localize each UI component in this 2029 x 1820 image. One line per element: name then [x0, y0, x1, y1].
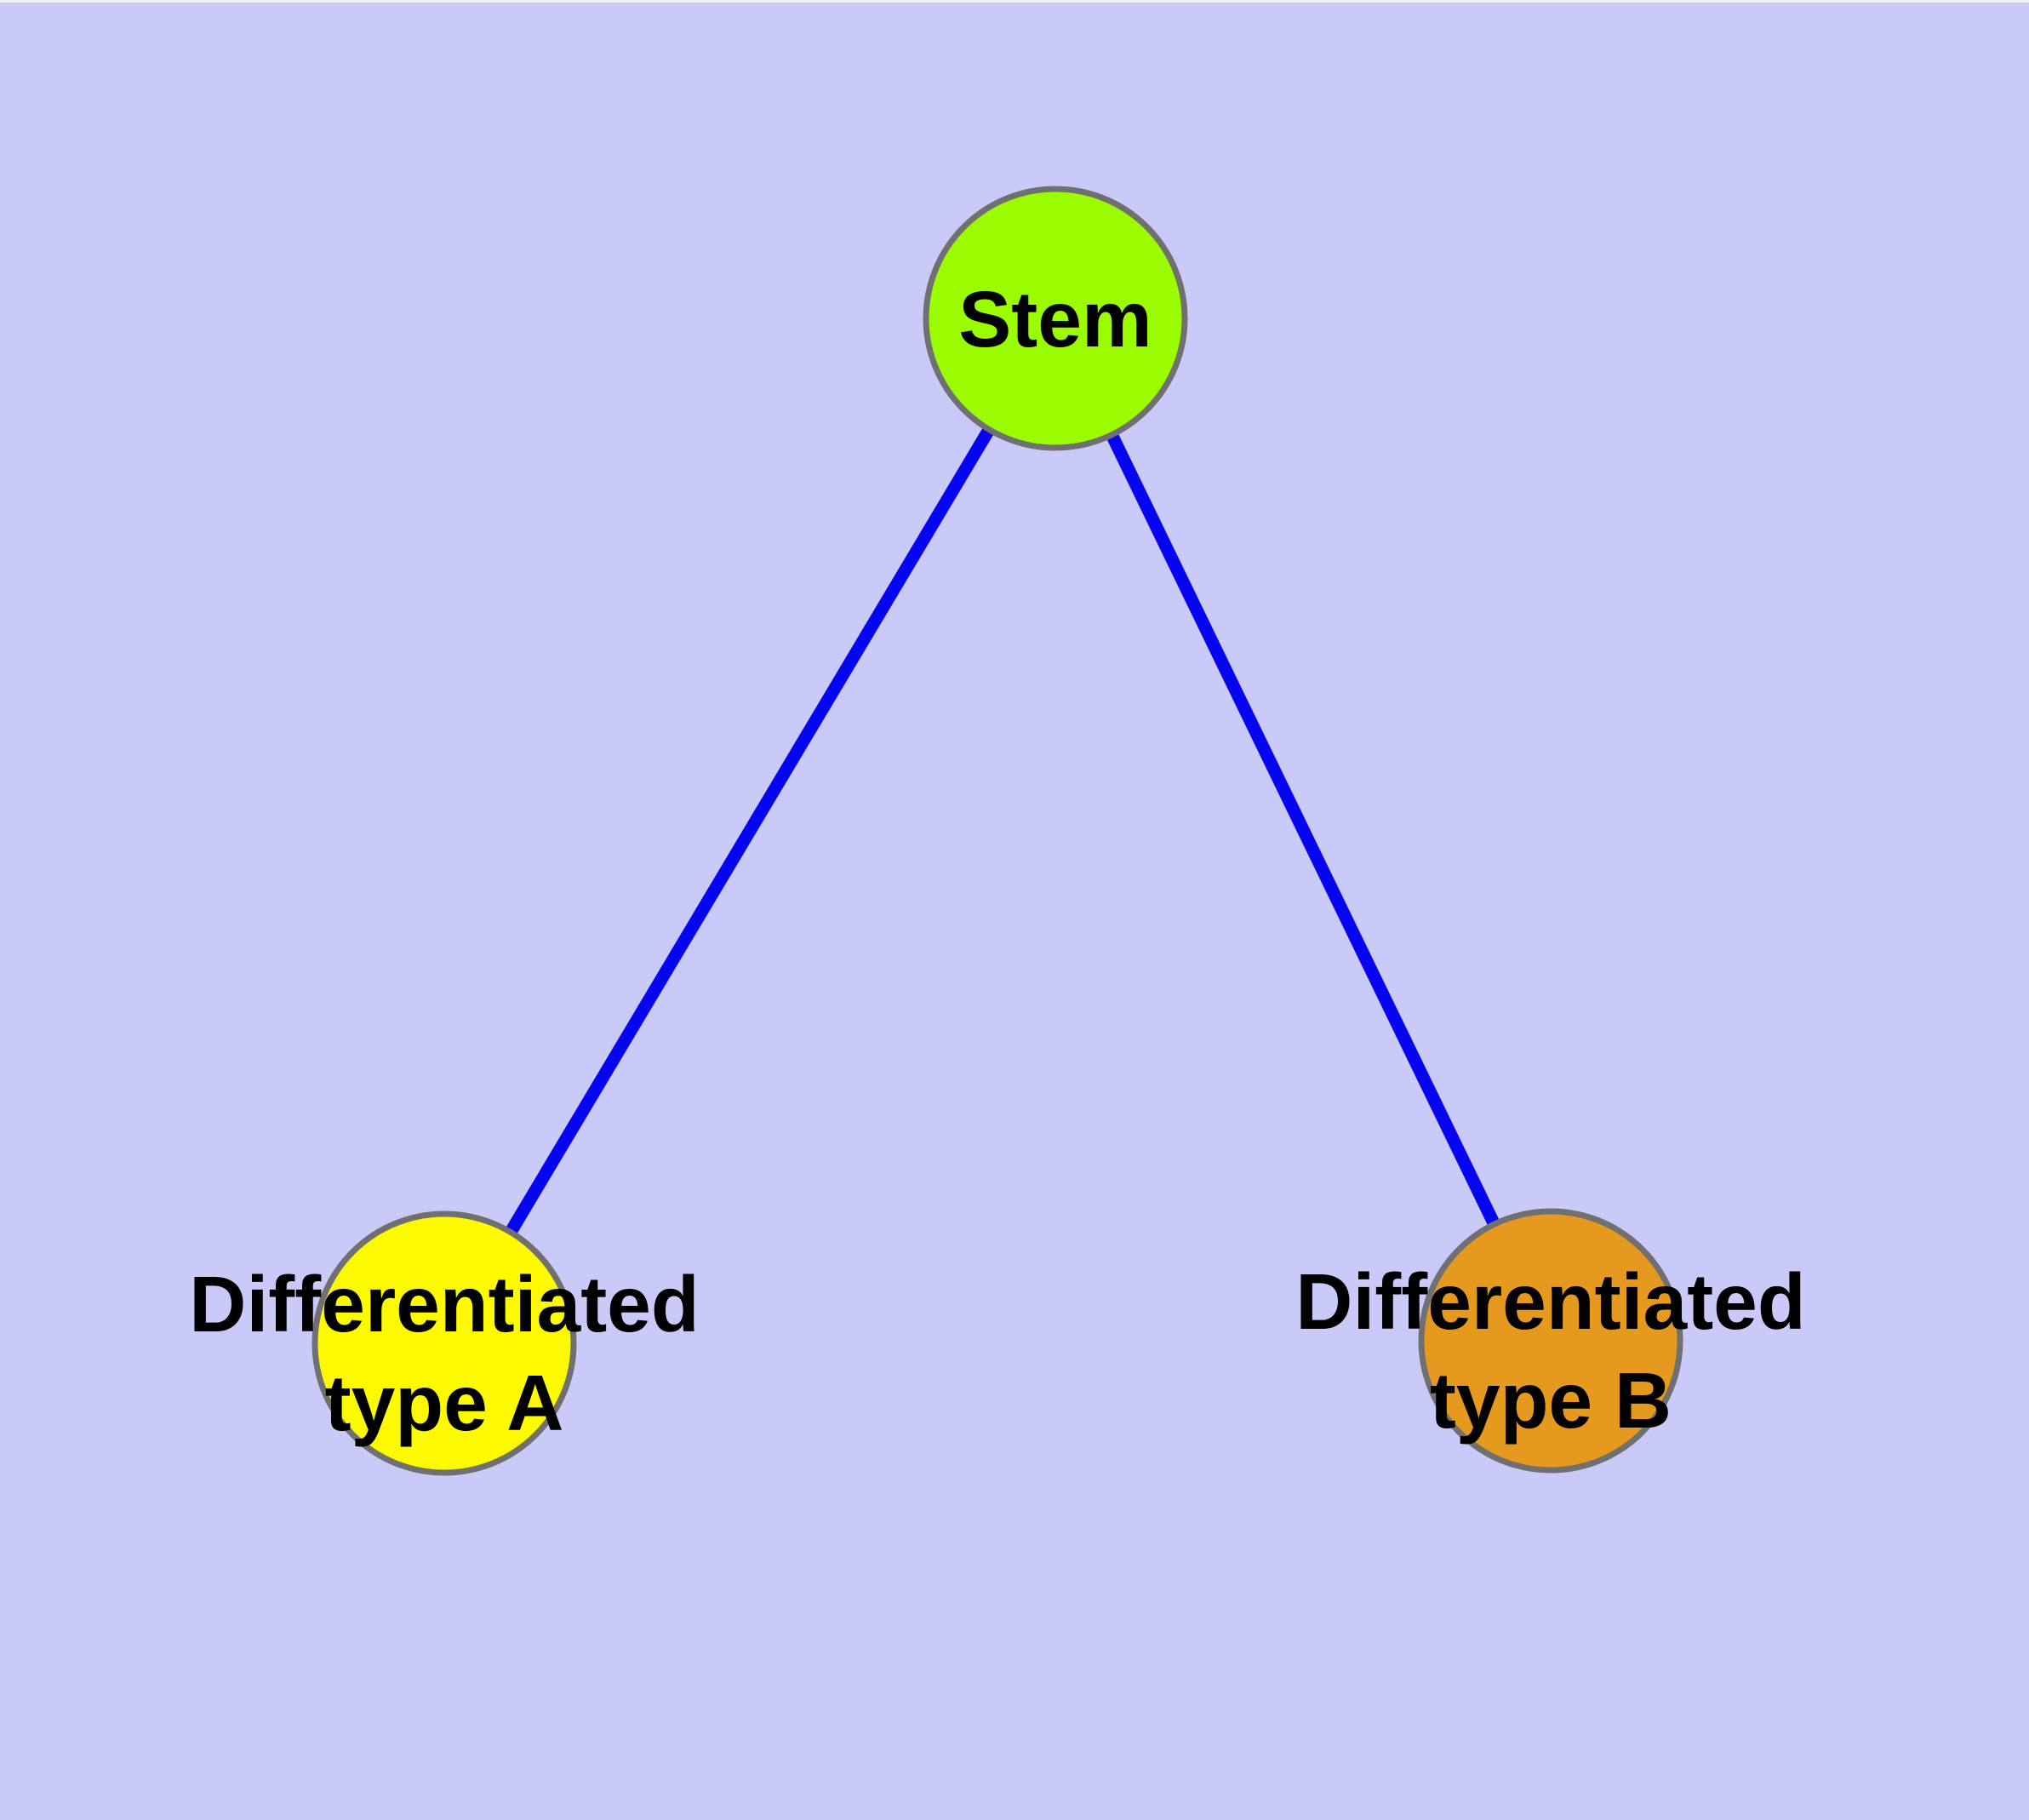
top-edge-strip — [0, 0, 2029, 3]
node-stem — [923, 186, 1188, 451]
node-stem-label: Stem — [958, 275, 1152, 363]
edge-stem-to-type-a — [438, 315, 1061, 1347]
node-differentiated-type-a — [311, 1210, 577, 1476]
edge-stem-to-type-b — [1049, 315, 1557, 1344]
node-differentiated-type-b — [1418, 1208, 1683, 1474]
node-type-a-label-line1: Differentiated — [189, 1260, 699, 1348]
node-type-b-label-line2: type B — [1430, 1356, 1672, 1445]
node-type-b-label-line1: Differentiated — [1295, 1257, 1805, 1346]
node-type-a-label-line2: type A — [325, 1359, 564, 1447]
